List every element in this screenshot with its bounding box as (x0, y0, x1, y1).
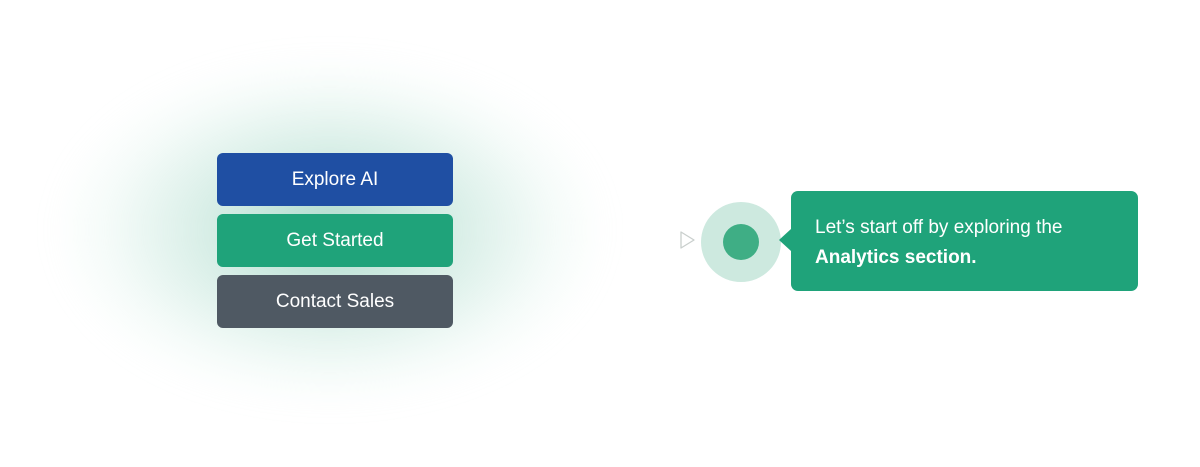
explore-ai-button[interactable]: Explore AI (217, 153, 453, 206)
hotspot-dot-icon (723, 224, 759, 260)
tooltip-pointer-icon (779, 229, 791, 251)
contact-sales-button[interactable]: Contact Sales (217, 275, 453, 328)
hotspot-beacon[interactable] (701, 202, 781, 282)
tooltip-text-line1: Let’s start off by exploring the (815, 217, 1063, 238)
guide-tooltip: Let’s start off by exploring the Analyti… (779, 191, 1138, 291)
connector-arrow-head (680, 231, 695, 249)
get-started-button[interactable]: Get Started (217, 214, 453, 267)
tooltip-text-line2: Analytics section. (815, 247, 977, 268)
